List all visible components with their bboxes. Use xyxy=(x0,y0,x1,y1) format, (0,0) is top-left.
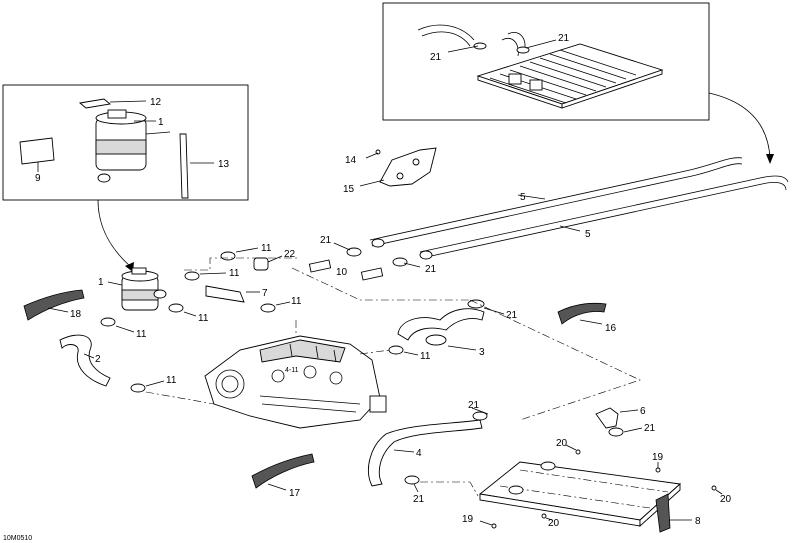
callout-12: 12 xyxy=(150,97,162,108)
callout-21: 21 xyxy=(468,400,480,411)
callout-1: 1 xyxy=(98,277,104,288)
callout-5: 5 xyxy=(585,229,591,240)
callout-11: 11 xyxy=(261,243,272,254)
expansion-tank: 1 xyxy=(98,267,167,311)
callout-11: 11 xyxy=(166,375,177,386)
callout-21: 21 xyxy=(558,33,570,44)
callout-5: 5 xyxy=(520,192,526,203)
engine-block: 4-11 xyxy=(204,335,387,429)
drawing-code: 10M0510 xyxy=(3,535,32,542)
fitting-6: 6 21 xyxy=(595,406,656,437)
hose-4-group: 21 21 4 xyxy=(368,400,489,505)
sleeve-17: 17 xyxy=(251,453,315,499)
hose-3-group: 21 3 11 xyxy=(359,299,641,421)
callout-22: 22 xyxy=(284,249,296,260)
callout-19: 19 xyxy=(462,514,474,525)
callout-4: 4 xyxy=(416,448,422,459)
callout-16: 16 xyxy=(605,323,617,334)
callout-3: 3 xyxy=(479,347,485,358)
callout-2: 2 xyxy=(95,354,101,365)
callout-21: 21 xyxy=(320,235,332,246)
radiator: 8 20 19 20 20 19 xyxy=(462,438,732,533)
callout-18: 18 xyxy=(70,309,82,320)
callout-11: 11 xyxy=(198,313,209,324)
callout-20: 20 xyxy=(556,438,568,449)
bracket-assembly: 14 15 xyxy=(343,147,437,195)
sleeve-16: 16 xyxy=(557,302,617,334)
callout-20: 20 xyxy=(720,494,732,505)
callout-21: 21 xyxy=(644,423,656,434)
sleeve-18: 18 xyxy=(23,289,85,321)
svg-text:4-11: 4-11 xyxy=(285,367,299,374)
lower-hose-group: 11 11 2 xyxy=(59,317,215,405)
callout-11: 11 xyxy=(229,268,240,279)
callout-10: 10 xyxy=(336,267,348,278)
upper-hose-group: 11 22 11 7 11 11 xyxy=(168,243,302,324)
callout-21: 21 xyxy=(425,264,437,275)
callout-11: 11 xyxy=(136,329,147,340)
callout-11: 11 xyxy=(291,296,302,307)
callout-20: 20 xyxy=(548,518,560,529)
callout-15: 15 xyxy=(343,184,355,195)
pipe-clamps: 21 21 10 xyxy=(291,235,470,301)
callout-14: 14 xyxy=(345,155,357,166)
callout-1: 1 xyxy=(158,117,164,128)
callout-21: 21 xyxy=(430,52,442,63)
callout-19: 19 xyxy=(652,452,664,463)
callout-11: 11 xyxy=(420,351,431,362)
callout-6: 6 xyxy=(640,406,646,417)
callout-21: 21 xyxy=(506,310,518,321)
callout-9: 9 xyxy=(35,173,41,184)
inset-radiator-detail: 21 21 xyxy=(382,2,774,164)
callout-13: 13 xyxy=(218,159,230,170)
callout-17: 17 xyxy=(289,488,301,499)
callout-7: 7 xyxy=(262,288,268,299)
coolant-pipes: 5 5 xyxy=(369,157,789,260)
inset-tank-detail: 12 1 13 9 xyxy=(2,84,249,272)
callout-8: 8 xyxy=(695,516,701,527)
callout-21: 21 xyxy=(413,494,425,505)
